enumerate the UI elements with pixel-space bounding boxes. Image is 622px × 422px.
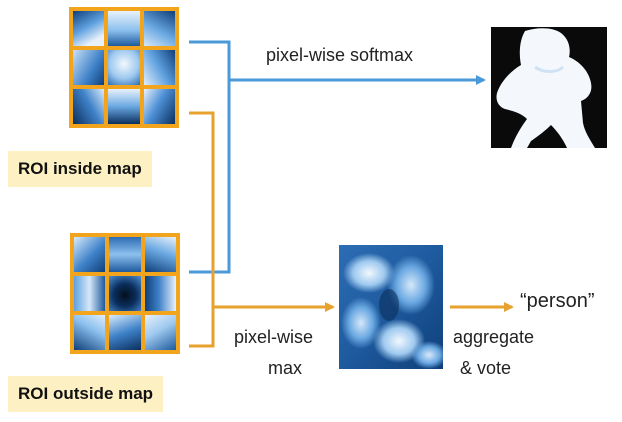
map-cell bbox=[74, 315, 106, 350]
roi-outside-map-label: ROI outside map bbox=[8, 376, 164, 412]
map-cell bbox=[109, 237, 141, 272]
map-cell bbox=[144, 237, 176, 272]
map-cell bbox=[143, 50, 175, 85]
orange-connector bbox=[189, 111, 514, 348]
map-cell bbox=[108, 11, 140, 46]
aggregate-label-line1: aggregate bbox=[453, 327, 535, 347]
map-cell bbox=[108, 89, 140, 124]
map-cell bbox=[74, 237, 106, 272]
map-cell bbox=[144, 315, 176, 350]
pixel-wise-max-label-line1: pixel-wise bbox=[234, 327, 314, 347]
person-class-label: “person” bbox=[520, 290, 595, 312]
map-cell bbox=[108, 50, 140, 85]
map-cell bbox=[73, 50, 105, 85]
map-cell bbox=[73, 89, 105, 124]
roi-inside-map-grid bbox=[69, 7, 179, 128]
map-cell bbox=[144, 276, 176, 311]
aggregate-label-line2: & vote bbox=[460, 358, 512, 378]
map-cell bbox=[74, 276, 106, 311]
map-cell bbox=[109, 276, 141, 311]
map-cell bbox=[73, 11, 105, 46]
map-cell bbox=[143, 11, 175, 46]
map-cell bbox=[109, 315, 141, 350]
roi-inside-map-label: ROI inside map bbox=[8, 151, 152, 187]
aggregated-heatmap bbox=[339, 245, 443, 369]
pixel-wise-max-label-line2: max bbox=[268, 358, 303, 378]
blue-connector bbox=[189, 40, 486, 274]
person-mask-output bbox=[491, 27, 607, 148]
heatmap-image bbox=[339, 245, 443, 369]
pixel-wise-softmax-label: pixel-wise softmax bbox=[266, 45, 414, 65]
roi-outside-map-grid bbox=[70, 233, 180, 354]
map-cell bbox=[143, 89, 175, 124]
person-silhouette bbox=[491, 27, 607, 148]
